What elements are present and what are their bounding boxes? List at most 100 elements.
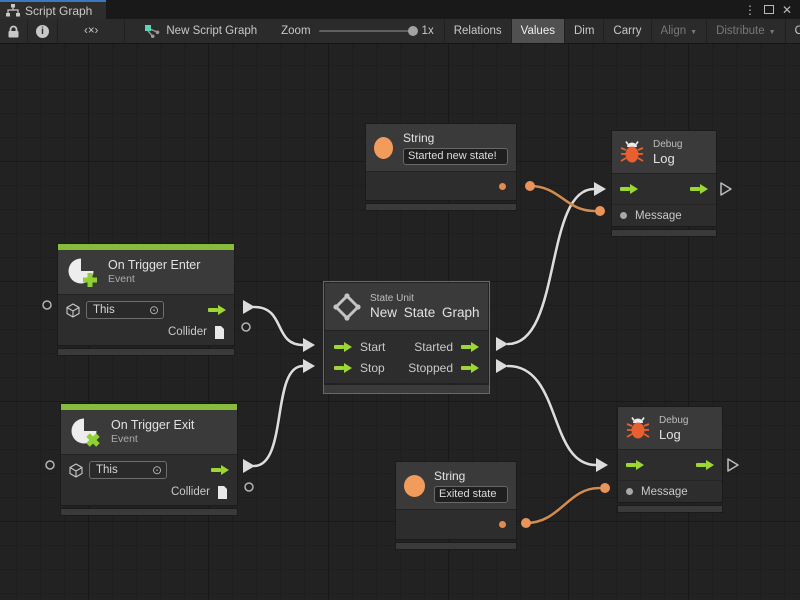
port-debugbottom-message-in[interactable] <box>600 483 610 493</box>
wire-started-to-log[interactable] <box>506 187 596 346</box>
distribute-dropdown-icon: ▼ <box>768 28 776 36</box>
current-graph-label: New Script Graph <box>125 19 271 43</box>
port-state-started-out[interactable] <box>496 337 508 351</box>
stop-port-label: Stop <box>360 360 385 375</box>
node-title: New State Graph <box>370 305 480 320</box>
stopped-port-label: Stopped <box>408 360 453 375</box>
port-debugtop-in[interactable] <box>594 182 606 196</box>
code-toggle-button[interactable]: ‹×› <box>58 19 126 43</box>
node-string-top[interactable]: String <box>365 123 517 211</box>
flow-in-arrow-icon[interactable] <box>620 184 638 194</box>
node-debug-log-top[interactable]: Debug Log Message <box>611 130 717 237</box>
string-value-input[interactable] <box>434 485 508 503</box>
message-port-dot[interactable] <box>620 212 627 219</box>
port-enter-collider-out[interactable] <box>241 322 251 332</box>
zoom-value: 1x <box>421 25 434 37</box>
port-debugtop-message-in[interactable] <box>595 206 605 216</box>
port-debugbottom-out[interactable] <box>727 458 739 472</box>
wire-enter-to-start[interactable] <box>252 305 305 347</box>
flow-out-arrow-icon[interactable] <box>696 460 714 470</box>
object-picker-icon[interactable]: ⊙ <box>148 303 159 317</box>
node-debug-log-bottom[interactable]: Debug Log Message <box>617 406 723 513</box>
window-close-icon[interactable]: ✕ <box>781 2 792 17</box>
collider-value-icon[interactable] <box>214 325 225 339</box>
node-string-bottom[interactable]: String <box>395 461 517 550</box>
target-object-field[interactable]: This ⊙ <box>89 461 167 479</box>
relations-button[interactable]: Relations <box>443 19 511 43</box>
node-category: Debug <box>653 138 683 150</box>
distribute-button[interactable]: Distribute ▼ <box>706 19 785 43</box>
info-icon: i <box>36 24 49 38</box>
node-on-trigger-enter[interactable]: On Trigger Enter Event This ⊙ <box>57 243 235 356</box>
port-state-start-in[interactable] <box>303 338 315 352</box>
string-icon <box>374 136 393 159</box>
dim-button[interactable]: Dim <box>563 19 603 43</box>
port-exit-collider-out[interactable] <box>244 482 254 492</box>
string-output-dot[interactable] <box>499 182 506 190</box>
lock-icon <box>8 25 19 37</box>
gameobject-cube-icon <box>66 302 80 318</box>
flow-in-arrow-icon[interactable] <box>626 460 644 470</box>
code-toggle-icon: ‹×› <box>84 25 99 37</box>
node-footer <box>365 203 517 211</box>
node-title: String <box>434 468 466 483</box>
string-value-input[interactable] <box>403 147 508 165</box>
zoom-slider[interactable] <box>318 26 418 36</box>
port-exit-target-in[interactable] <box>45 460 55 470</box>
port-state-stopped-out[interactable] <box>496 359 508 373</box>
lock-button[interactable] <box>0 19 28 43</box>
wire-exit-to-stop[interactable] <box>252 364 305 468</box>
overview-button[interactable]: Overview <box>784 19 800 43</box>
node-footer <box>324 385 489 393</box>
port-state-stop-in[interactable] <box>303 359 315 373</box>
node-on-trigger-exit[interactable]: On Trigger Exit Event This ⊙ <box>60 403 238 516</box>
values-button[interactable]: Values <box>510 19 564 43</box>
trigger-exit-icon <box>71 417 100 447</box>
node-footer <box>57 348 235 356</box>
node-title: String <box>403 130 435 145</box>
message-port-dot[interactable] <box>626 488 633 495</box>
message-port-label: Message <box>641 485 688 498</box>
graph-canvas[interactable]: String <box>0 44 800 600</box>
wire-string-to-message-bottom[interactable] <box>524 486 601 525</box>
tab-script-graph[interactable]: Script Graph <box>0 0 107 19</box>
window-menu-icon[interactable]: ⋮ <box>743 2 756 17</box>
flow-out-arrow-icon[interactable] <box>211 465 229 475</box>
message-port-label: Message <box>635 209 682 222</box>
zoom-slider-handle[interactable] <box>407 26 418 36</box>
node-state-unit[interactable]: State Unit New State Graph Start Started <box>323 281 490 394</box>
port-debugbottom-in[interactable] <box>596 458 608 472</box>
info-button[interactable]: i <box>28 19 58 43</box>
flow-out-arrow-icon[interactable] <box>208 305 226 315</box>
carry-button[interactable]: Carry <box>603 19 650 43</box>
flow-in-arrow-icon[interactable] <box>334 362 352 373</box>
node-category: Debug <box>659 414 689 426</box>
target-object-field[interactable]: This ⊙ <box>86 301 164 319</box>
node-title: Log <box>653 150 675 166</box>
state-unit-icon <box>333 292 361 321</box>
flow-in-arrow-icon[interactable] <box>334 341 352 352</box>
node-footer <box>395 542 517 550</box>
port-debugtop-out[interactable] <box>720 182 732 196</box>
port-enter-target-in[interactable] <box>42 300 52 310</box>
wire-string-to-message-top[interactable] <box>528 184 596 213</box>
string-icon <box>404 474 425 497</box>
flow-out-arrow-icon[interactable] <box>690 184 708 194</box>
script-graph-icon <box>6 4 20 17</box>
flow-out-arrow-icon[interactable] <box>461 362 479 373</box>
align-button[interactable]: Align ▼ <box>650 19 707 43</box>
flow-out-arrow-icon[interactable] <box>461 341 479 352</box>
graph-toolbar: i ‹×› New Script Graph Zoom 1x Relations… <box>0 19 800 44</box>
gameobject-cube-icon <box>69 462 83 478</box>
string-output-dot[interactable] <box>499 521 506 528</box>
collider-port-label: Collider <box>171 486 210 498</box>
node-category: State Unit <box>370 293 414 304</box>
window-tab-bar: Script Graph ⋮ ✕ <box>0 0 800 19</box>
collider-value-icon[interactable] <box>217 485 228 499</box>
wire-stopped-to-log[interactable] <box>506 364 598 467</box>
node-footer <box>617 505 723 513</box>
object-picker-icon[interactable]: ⊙ <box>151 463 162 477</box>
zoom-label: Zoom <box>281 25 311 37</box>
window-maximize-icon[interactable] <box>763 5 774 14</box>
node-subtitle: Event <box>111 433 138 445</box>
